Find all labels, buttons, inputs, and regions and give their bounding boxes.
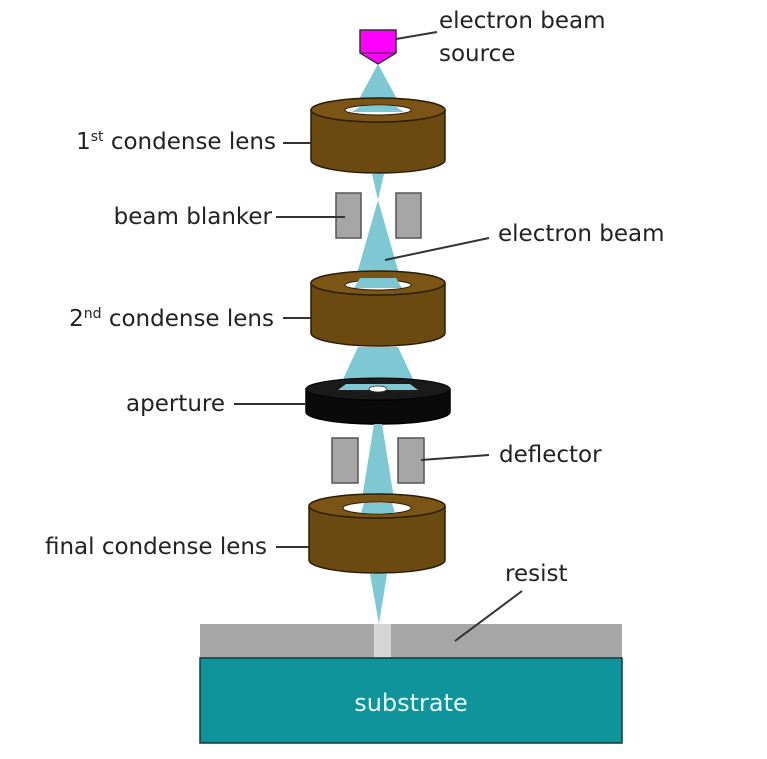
label-condense-lens-1-text: condense lens [104,129,276,155]
label-condense-lens-1-sup: st [91,129,104,145]
leader-deflector [420,454,490,461]
resist-layer [200,624,622,658]
label-resist: resist [505,561,567,587]
beam-segment-2 [372,174,384,200]
leader-electron-beam [384,237,490,261]
leader-resist [454,590,523,642]
label-substrate: substrate [354,689,468,717]
final-condense-lens [308,493,446,574]
label-deflector: deflector [499,442,602,468]
label-final-condense-lens: final condense lens [45,534,267,560]
label-condense-lens-2-text: condense lens [102,306,274,332]
label-electron-beam-source-2: source [439,41,515,67]
label-condense-lens-2-num: 2 [69,306,84,332]
label-electron-beam: electron beam [498,221,665,247]
condense-lens-2 [310,270,446,347]
electron-beam-source [359,29,397,65]
label-condense-lens-2-sup: nd [84,306,102,322]
label-aperture: aperture [126,391,225,417]
substrate-block [199,657,623,744]
aperture-disk [305,377,451,425]
label-electron-beam-source-1: electron beam [439,8,606,34]
beam-segment-3 [354,200,402,284]
condense-lens-1 [310,97,446,174]
label-condense-lens-1-num: 1 [76,129,91,155]
label-condense-lens-2: 2nd condense lens [69,306,274,332]
label-beam-blanker: beam blanker [114,204,273,230]
beam-segment-5 [361,424,395,505]
beam-blanker [335,192,422,239]
leader-source [395,31,438,40]
label-condense-lens-1: 1st condense lens [76,129,276,155]
beam-segment-6 [370,574,387,624]
